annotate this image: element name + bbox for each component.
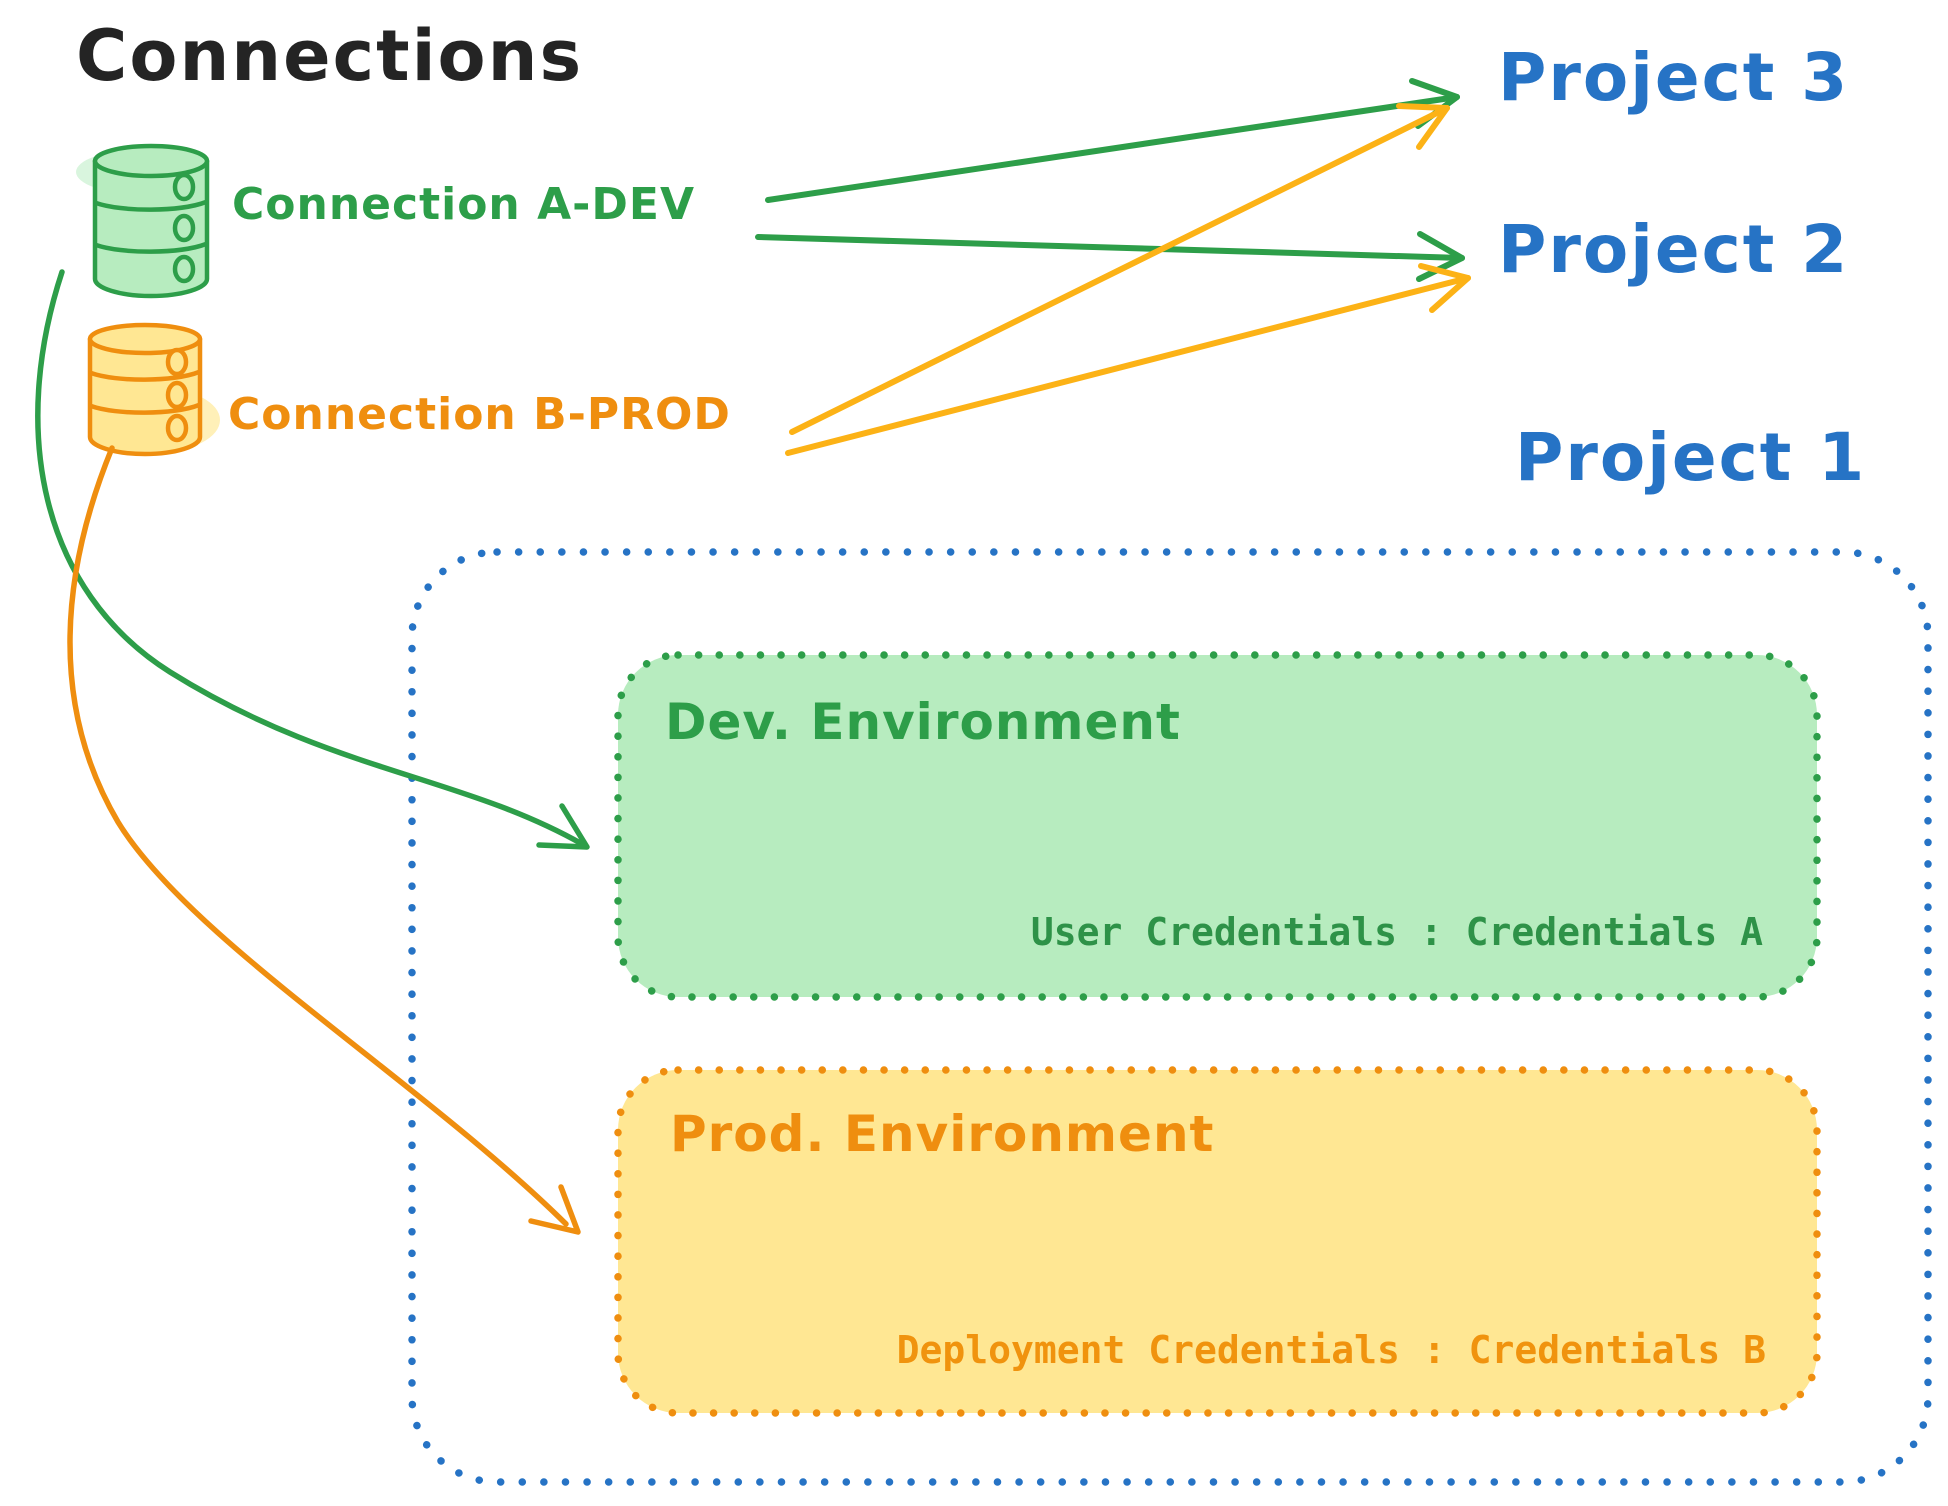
- diagram-title: Connections: [76, 15, 584, 97]
- prod-environment-title: Prod. Environment: [670, 1105, 1215, 1163]
- dev-environment-box: [614, 651, 1821, 1001]
- arrow-adev-to-project3: [765, 78, 1460, 203]
- arrow-bprod-to-project3: [789, 103, 1450, 435]
- connection-a-dev-label: Connection A-DEV: [232, 179, 696, 230]
- connection-a-dev-database-icon: [76, 143, 210, 299]
- dev-environment-title: Dev. Environment: [665, 693, 1181, 751]
- prod-environment-credentials: Deployment Credentials : Credentials B: [896, 1328, 1766, 1372]
- project-1-container-box: [408, 548, 1932, 1486]
- project-3-label: Project 3: [1498, 39, 1850, 116]
- connection-b-prod-label: Connection B-PROD: [228, 389, 731, 440]
- arrow-adev-to-dev-environment: [35, 269, 590, 850]
- prod-environment-box: [614, 1066, 1821, 1417]
- dev-environment-credentials: User Credentials : Credentials A: [1030, 910, 1763, 954]
- arrow-bprod-to-prod-environment: [67, 445, 581, 1235]
- project-1-label: Project 1: [1515, 419, 1867, 496]
- arrow-bprod-to-project2: [785, 263, 1471, 456]
- project-2-label: Project 2: [1498, 211, 1850, 288]
- connection-b-prod-database-icon: [87, 322, 220, 457]
